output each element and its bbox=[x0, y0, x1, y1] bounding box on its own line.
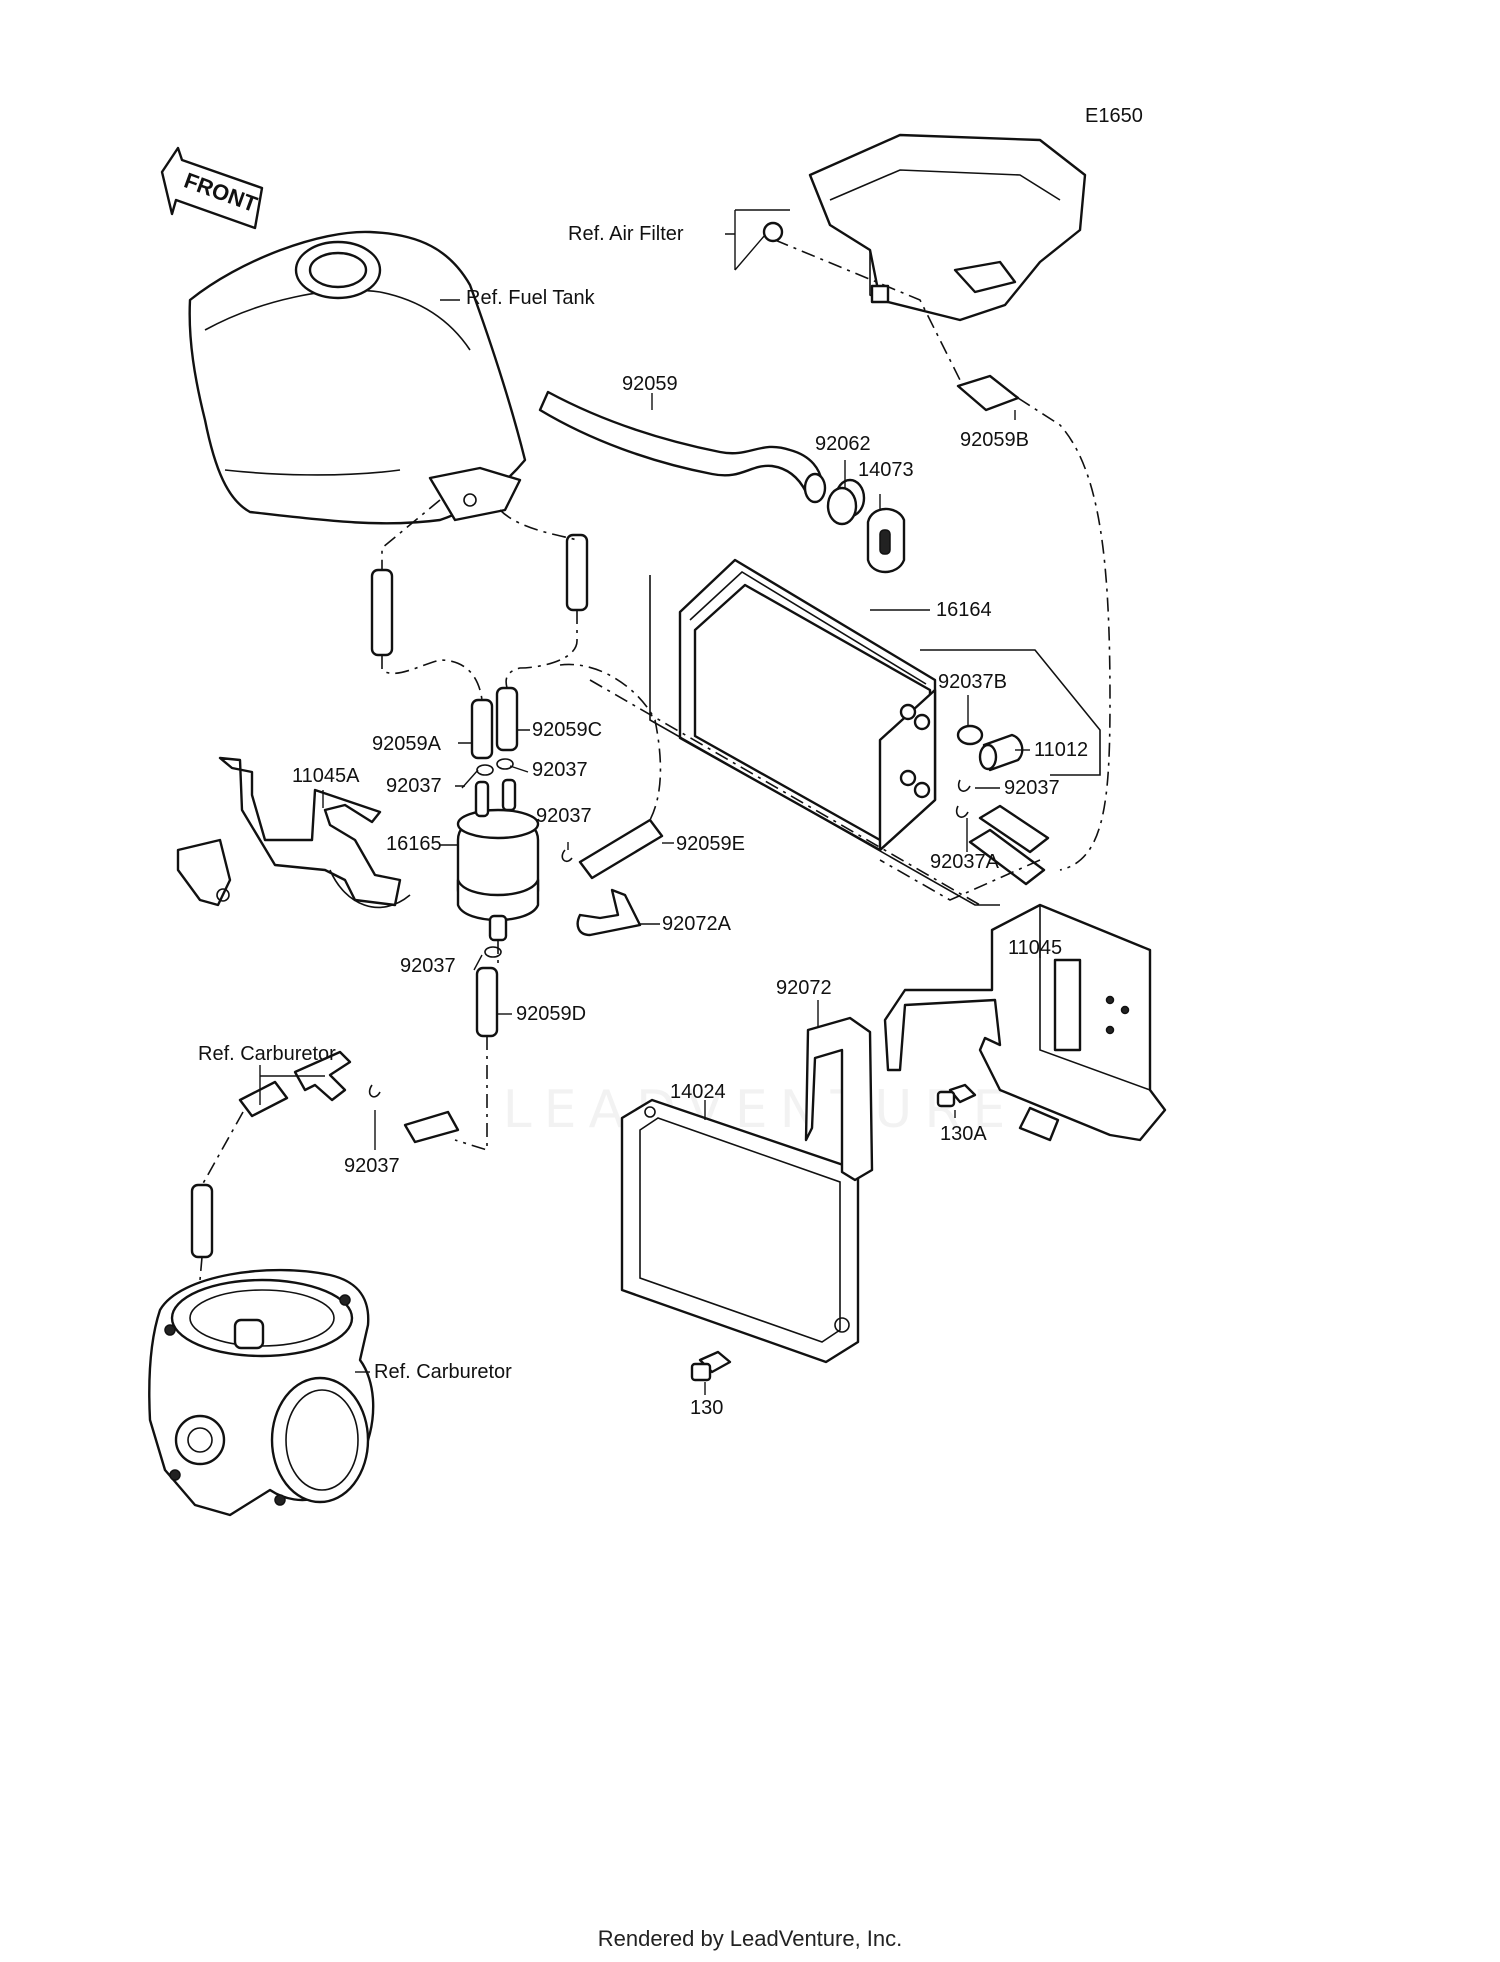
hose-pair-right-icon bbox=[968, 804, 1050, 886]
label-92059C: 92059C bbox=[532, 719, 602, 741]
label-92059: 92059 bbox=[622, 373, 678, 395]
clamp-92072A-icon bbox=[576, 888, 642, 937]
carburetor-fitting-icon bbox=[238, 1050, 460, 1144]
label-92072: 92072 bbox=[776, 977, 832, 999]
label-92037-right: 92037 bbox=[1004, 777, 1060, 799]
label-ref-fuel-tank: Ref. Fuel Tank bbox=[466, 287, 596, 309]
bolt-130A-icon bbox=[936, 1083, 977, 1108]
label-16164: 16164 bbox=[936, 599, 992, 621]
clip-92037-right-icon bbox=[955, 779, 971, 818]
label-92059E: 92059E bbox=[676, 833, 745, 855]
label-92037-b: 92037 bbox=[532, 759, 588, 781]
label-11045A: 11045A bbox=[292, 765, 360, 787]
label-92037-e: 92037 bbox=[344, 1155, 400, 1177]
cover-14024-icon bbox=[620, 1098, 860, 1364]
label-92059A: 92059A bbox=[372, 733, 442, 755]
clamp-92062-icon bbox=[826, 478, 866, 526]
label-14024: 14024 bbox=[670, 1081, 726, 1103]
label-92062: 92062 bbox=[815, 433, 871, 455]
canister-bracket-outline bbox=[649, 575, 1000, 906]
hose-92059D-icon bbox=[475, 966, 499, 1038]
cap-14073-icon bbox=[866, 507, 906, 574]
air-filter-housing-icon bbox=[762, 133, 1087, 322]
label-92037A: 92037A bbox=[930, 851, 1000, 873]
hose-92059B-icon bbox=[956, 374, 1020, 412]
fuel-tank-icon bbox=[188, 230, 527, 525]
hose-tank-right-icon bbox=[565, 533, 589, 612]
label-16165: 16165 bbox=[386, 833, 442, 855]
hose-92059C-icon bbox=[495, 686, 519, 752]
routing-line-air-filter bbox=[774, 239, 1111, 901]
label-92037-d: 92037 bbox=[400, 955, 456, 977]
front-arrow-icon: FRONT bbox=[160, 146, 264, 230]
label-92037-a: 92037 bbox=[386, 775, 442, 797]
bracket-11045A-icon bbox=[176, 756, 411, 909]
label-92037-c: 92037 bbox=[536, 805, 592, 827]
clip-92037-left-icon bbox=[476, 758, 573, 958]
watermark-text: LEADVENTURE bbox=[502, 1080, 1018, 1140]
hose-tank-left-icon bbox=[370, 568, 394, 657]
label-130: 130 bbox=[690, 1397, 723, 1419]
hose-92059A-icon bbox=[470, 698, 494, 760]
hose-92059-icon bbox=[538, 390, 827, 504]
label-14073: 14073 bbox=[858, 459, 914, 481]
hose-92059E-icon bbox=[578, 818, 664, 880]
label-ref-carburetor-top: Ref. Carburetor bbox=[198, 1043, 336, 1065]
strap-92072-icon bbox=[804, 1016, 874, 1182]
carburetor-icon bbox=[148, 1268, 375, 1517]
clamp-92037B-icon bbox=[956, 724, 984, 746]
hose-carb-vertical-icon bbox=[190, 1183, 214, 1259]
label-ref-air-filter: Ref. Air Filter bbox=[568, 223, 684, 245]
label-ref-carburetor-bottom: Ref. Carburetor bbox=[374, 1361, 512, 1383]
footer-credit: Rendered by LeadVenture, Inc. bbox=[597, 1926, 903, 1951]
leader-lines bbox=[259, 209, 1041, 1395]
label-92072A: 92072A bbox=[662, 913, 732, 935]
label-11045: 11045 bbox=[1008, 937, 1062, 959]
fuel-filter-16165-icon bbox=[456, 778, 540, 942]
bolt-130-icon bbox=[690, 1350, 732, 1382]
label-92037B: 92037B bbox=[938, 671, 1007, 693]
label-92059D: 92059D bbox=[516, 1003, 586, 1025]
diagram-code: E1650 bbox=[1085, 105, 1143, 127]
cap-11012-icon bbox=[978, 733, 1024, 772]
routing-line-tank bbox=[381, 499, 578, 701]
bracket-11045-icon bbox=[883, 903, 1167, 1142]
label-92059B: 92059B bbox=[960, 429, 1029, 451]
label-130A: 130A bbox=[940, 1123, 987, 1145]
label-11012: 11012 bbox=[1034, 739, 1088, 761]
canister-16164-icon bbox=[678, 558, 937, 852]
